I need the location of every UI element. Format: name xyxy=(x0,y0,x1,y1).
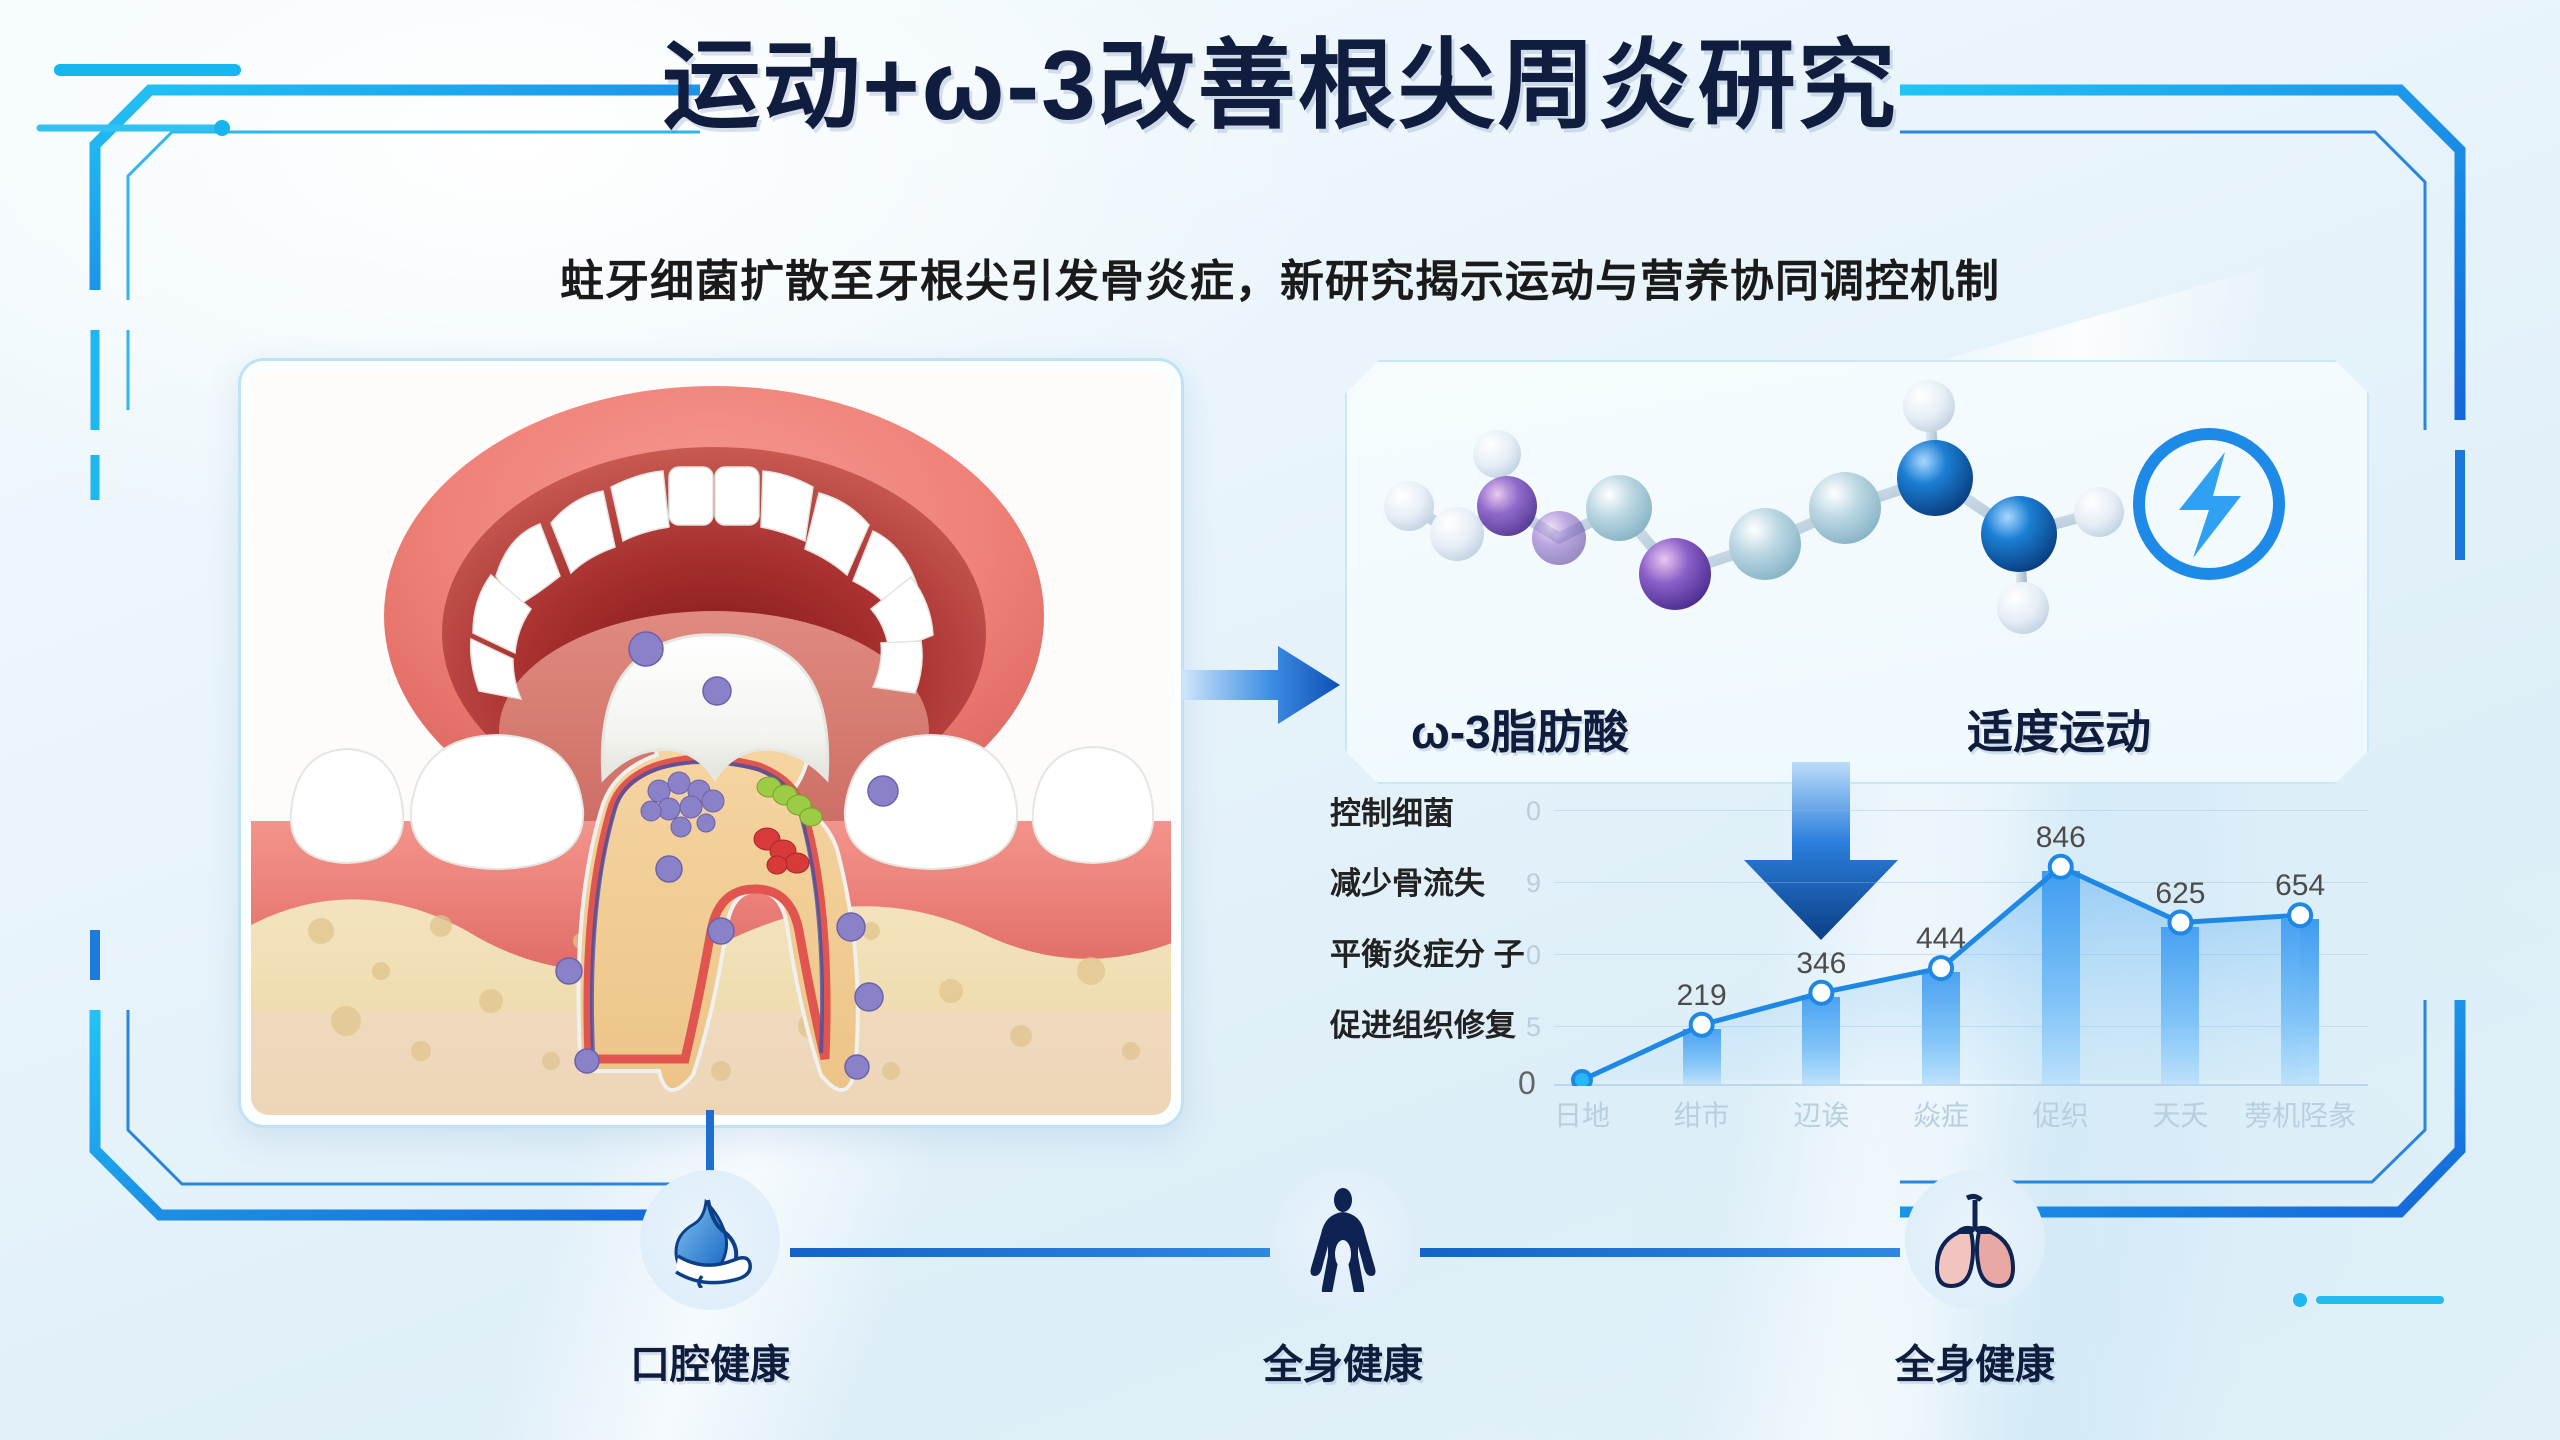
tooth-illustration-panel xyxy=(238,358,1184,1128)
chart-bar xyxy=(1922,972,1961,1084)
chart-bar xyxy=(1682,1028,1721,1084)
flow-item-label: 全身健康 xyxy=(1263,1343,1423,1387)
flow-item-whole-body-health-2[interactable]: 全身健康 xyxy=(1880,1170,2070,1390)
benefits-chart: 控制细菌 减少骨流失 平衡炎症分 子 促进组织修复 0 9 0 5 0 xyxy=(1330,786,2370,1146)
page-title: 运动+ω-3改善根尖周炎研究 xyxy=(662,30,1898,140)
chart-bar xyxy=(1802,996,1841,1084)
benefit-label-0: 控制细菌 xyxy=(1330,796,1454,831)
gridline xyxy=(1554,882,2368,883)
tooth-anatomy-icon xyxy=(251,371,1171,1115)
benefit-label-3: 促进组织修复 xyxy=(1330,1008,1516,1043)
chart-point-label: 444 xyxy=(1916,922,1967,956)
chart-bar xyxy=(2041,870,2080,1084)
exercise-label: 适度运动 xyxy=(1967,706,2151,758)
tooth-illustration-image xyxy=(251,371,1171,1115)
benefit-label-1: 减少骨流失 xyxy=(1330,866,1485,901)
chart-x-label: 蒡机陉彖 xyxy=(2244,1100,2357,1131)
arrow-right-icon xyxy=(1182,640,1342,735)
page-subtitle: 蛀牙细菌扩散至牙根尖引发骨炎症，新研究揭示运动与营养协同调控机制 xyxy=(560,257,2000,306)
flow-connector-2 xyxy=(1420,1248,1900,1257)
chart-bar xyxy=(2161,926,2200,1084)
chart-plot-area: 0 9 0 5 0 219 346 444 846 625 654 日地 绀市 辺诶 焱症 促织 天… xyxy=(1518,786,2368,1131)
chart-x-label: 焱症 xyxy=(1913,1100,1970,1131)
gridline xyxy=(1554,810,2368,811)
flow-connector-1 xyxy=(790,1248,1270,1257)
health-flow-row: 口腔健康 全身健康 xyxy=(0,1110,2560,1430)
chart-point-label: 346 xyxy=(1796,946,1847,980)
y-axis-zero-label: 0 xyxy=(1518,1065,1536,1101)
flow-item-oral-health[interactable]: 口腔健康 xyxy=(615,1170,805,1390)
nutrition-exercise-panel: ω-3脂肪酸 适度运动 xyxy=(1345,360,2369,784)
chart-x-label: 促织 xyxy=(2032,1100,2089,1131)
chart-point-label: 219 xyxy=(1676,978,1727,1012)
lungs-icon-circle xyxy=(1905,1170,2045,1310)
y-tick-label: 5 xyxy=(1526,1012,1542,1042)
lungs-icon xyxy=(1934,1193,2016,1288)
chart-point-label: 654 xyxy=(2275,869,2326,903)
flow-item-whole-body-health[interactable]: 全身健康 xyxy=(1248,1170,1438,1390)
oral-health-icon-circle xyxy=(640,1170,780,1310)
chart-x-axis xyxy=(1554,1084,2368,1086)
omega3-molecule-icon xyxy=(1347,366,2367,726)
benefit-label-2: 平衡炎症分 子 xyxy=(1330,937,1525,972)
y-tick-label: 0 xyxy=(1526,940,1542,970)
stomach-organ-icon xyxy=(674,1198,752,1288)
omega3-label: ω-3脂肪酸 xyxy=(1411,706,1629,758)
chart-x-label: 辺诶 xyxy=(1793,1100,1850,1131)
chart-x-label: 天夭 xyxy=(2152,1100,2209,1131)
y-tick-label: 9 xyxy=(1526,868,1542,898)
chart-point-label: 625 xyxy=(2155,876,2206,910)
whole-body-icon-circle xyxy=(1273,1170,1413,1310)
chart-x-label: 绀市 xyxy=(1673,1100,1730,1131)
y-tick-label: 0 xyxy=(1526,796,1542,826)
chart-bar xyxy=(2281,919,2320,1084)
flow-item-label: 口腔健康 xyxy=(630,1343,790,1387)
flow-stem-left xyxy=(706,1110,714,1188)
flow-item-label: 全身健康 xyxy=(1895,1343,2055,1387)
human-body-icon xyxy=(1310,1188,1376,1292)
gridline xyxy=(1554,1026,2368,1027)
chart-x-label: 日地 xyxy=(1553,1100,1610,1131)
chart-point-label: 846 xyxy=(2035,820,2086,854)
